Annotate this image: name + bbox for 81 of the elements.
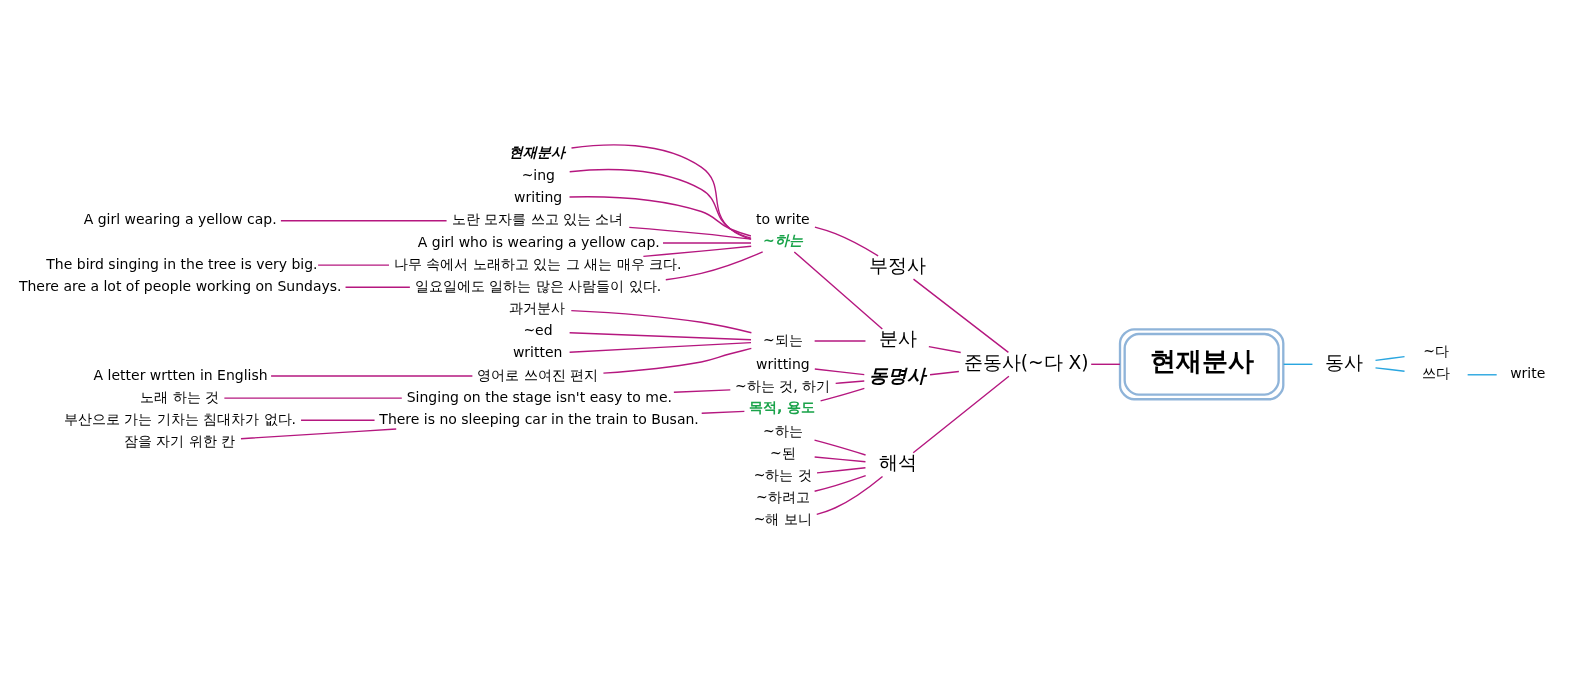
node-text: writing: [514, 189, 563, 206]
connector: [300, 419, 376, 421]
node-text: A girl who is wearing a yellow cap.: [417, 233, 660, 250]
connector: [813, 456, 867, 463]
connector: [240, 428, 397, 440]
node-text: ~ing: [521, 167, 555, 184]
connector: [642, 245, 752, 258]
connector: [270, 375, 474, 377]
node-text: to write: [756, 211, 810, 228]
node-text: ~된: [770, 444, 796, 461]
node-text: 나무 속에서 노래하고 있는 그 새는 매우 크다.: [393, 255, 682, 272]
node-text: write: [1510, 365, 1546, 382]
connector: [1374, 367, 1406, 372]
connector: [813, 439, 867, 456]
connector: [816, 467, 867, 474]
node-text: ~ed: [523, 322, 553, 339]
node-text: 동사: [1325, 351, 1364, 373]
connector: [912, 375, 1010, 454]
node-text: ~하는: [763, 232, 803, 249]
connector: [834, 380, 865, 384]
connector: [816, 475, 884, 516]
connector: [280, 220, 448, 222]
connector: [665, 251, 764, 281]
node-text: There is no sleeping car in the train to Busan.: [379, 410, 699, 427]
node-text: 잠을 자기 위한 칸: [123, 433, 236, 450]
node-text: A letter wrtten in English: [93, 366, 268, 383]
connector: [628, 226, 752, 240]
node-text: ~되는: [763, 331, 803, 348]
connector: [813, 475, 867, 492]
node-text: ~다: [1423, 343, 1449, 360]
node-text: 과거분사: [509, 300, 566, 317]
node-text: ~해 보니: [753, 511, 812, 528]
connector: [1090, 363, 1121, 365]
connector: [793, 251, 884, 330]
node-text: 분사: [878, 328, 917, 350]
connector: [568, 196, 752, 237]
node-text: 일요일에도 일하는 많은 사람들이 있다.: [414, 277, 662, 294]
connector: [568, 168, 752, 239]
connector: [1282, 363, 1314, 365]
node-text: A girl wearing a yellow cap.: [83, 211, 277, 228]
connector: [344, 286, 411, 288]
connector: [570, 309, 753, 334]
node-text: 목적, 용도: [749, 399, 816, 416]
connector: [568, 332, 752, 341]
node-text: The bird singing in the tree is very big.: [46, 255, 318, 272]
node-text: writting: [756, 356, 810, 373]
connector: [570, 144, 752, 240]
node-text: ~하는 것, 하기: [735, 378, 831, 395]
node-text: There are a lot of people working on Sundays.: [18, 277, 342, 294]
connector: [1374, 355, 1406, 362]
connector: [701, 410, 746, 414]
node-text: Singing on the stage isn't easy to me.: [406, 388, 672, 405]
connector: [1466, 374, 1498, 376]
connector: [568, 341, 752, 353]
connector: [673, 389, 731, 393]
node-text: ~하려고: [756, 489, 810, 506]
connector: [819, 387, 866, 402]
node-text: 부정사: [869, 254, 927, 276]
node-text: 영어로 쓰여진 편지: [477, 366, 599, 383]
node-text: ~하는: [763, 422, 803, 439]
node-text: 노란 모자를 쓰고 있는 소녀: [451, 211, 624, 228]
node-box: 현재분사: [1118, 328, 1285, 401]
node-text: written: [512, 344, 563, 361]
connector: [929, 370, 960, 376]
connector: [662, 242, 752, 244]
connector: [814, 226, 879, 257]
node-text: 부산으로 가는 기차는 침대차가 없다.: [63, 410, 297, 427]
connector: [317, 264, 390, 266]
connector: [602, 347, 753, 374]
connector: [223, 397, 403, 399]
node-text: 노래 하는 것: [140, 388, 220, 405]
node-text: 동명사: [869, 364, 927, 386]
connector: [912, 278, 1010, 354]
node-text: 쓰다: [1421, 365, 1450, 382]
node-text: 준동사(~다 X): [963, 351, 1089, 373]
node-text: ~하는 것: [753, 466, 812, 483]
node-text: 해석: [878, 452, 917, 474]
connector: [814, 368, 865, 376]
connector: [928, 345, 962, 354]
node-text: 현재분사: [509, 143, 566, 160]
connector: [813, 340, 867, 342]
